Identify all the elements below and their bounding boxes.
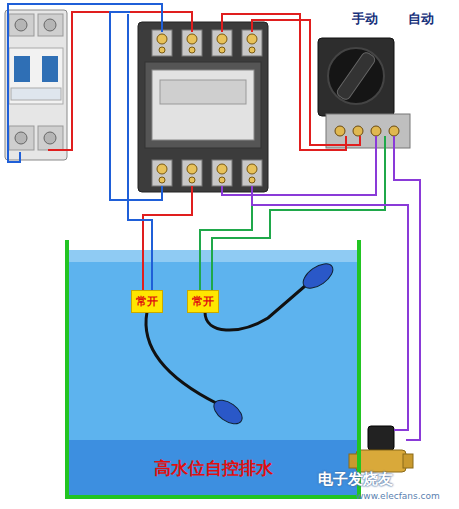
wire — [200, 186, 252, 290]
wire — [212, 136, 385, 290]
float-switches — [146, 259, 337, 429]
wire — [48, 12, 192, 150]
normally-open-tag: 常开 — [131, 290, 163, 313]
tag-text: 常开 — [192, 294, 214, 309]
wire — [8, 4, 162, 162]
tag-text: 常开 — [136, 294, 158, 309]
watermark: 电子发烧友 — [318, 470, 393, 489]
circuit-breaker — [5, 10, 67, 160]
water-tank: 高水位自控排水 常开 常开 — [69, 250, 357, 496]
wire — [252, 186, 408, 430]
water-bottom-band — [69, 440, 357, 496]
wire — [110, 12, 162, 200]
contactor-terminals — [152, 30, 262, 186]
wire — [222, 14, 346, 150]
wire — [222, 136, 376, 195]
wire — [143, 186, 192, 290]
watermark-url: www.elecfans.com — [356, 491, 440, 501]
selector-switch — [318, 38, 410, 148]
water — [69, 250, 357, 496]
wire — [128, 14, 152, 290]
ac-contactor — [138, 22, 268, 192]
mode-label: 自动 — [408, 10, 434, 28]
switch-terminals — [335, 126, 399, 136]
normally-open-tag: 常开 — [187, 290, 219, 313]
mode-label: 手动 — [352, 10, 378, 28]
tank-outline — [67, 240, 359, 497]
tank-caption: 高水位自控排水 — [69, 457, 357, 480]
wire — [252, 20, 360, 145]
water-surface — [69, 250, 357, 262]
wire — [394, 136, 420, 440]
